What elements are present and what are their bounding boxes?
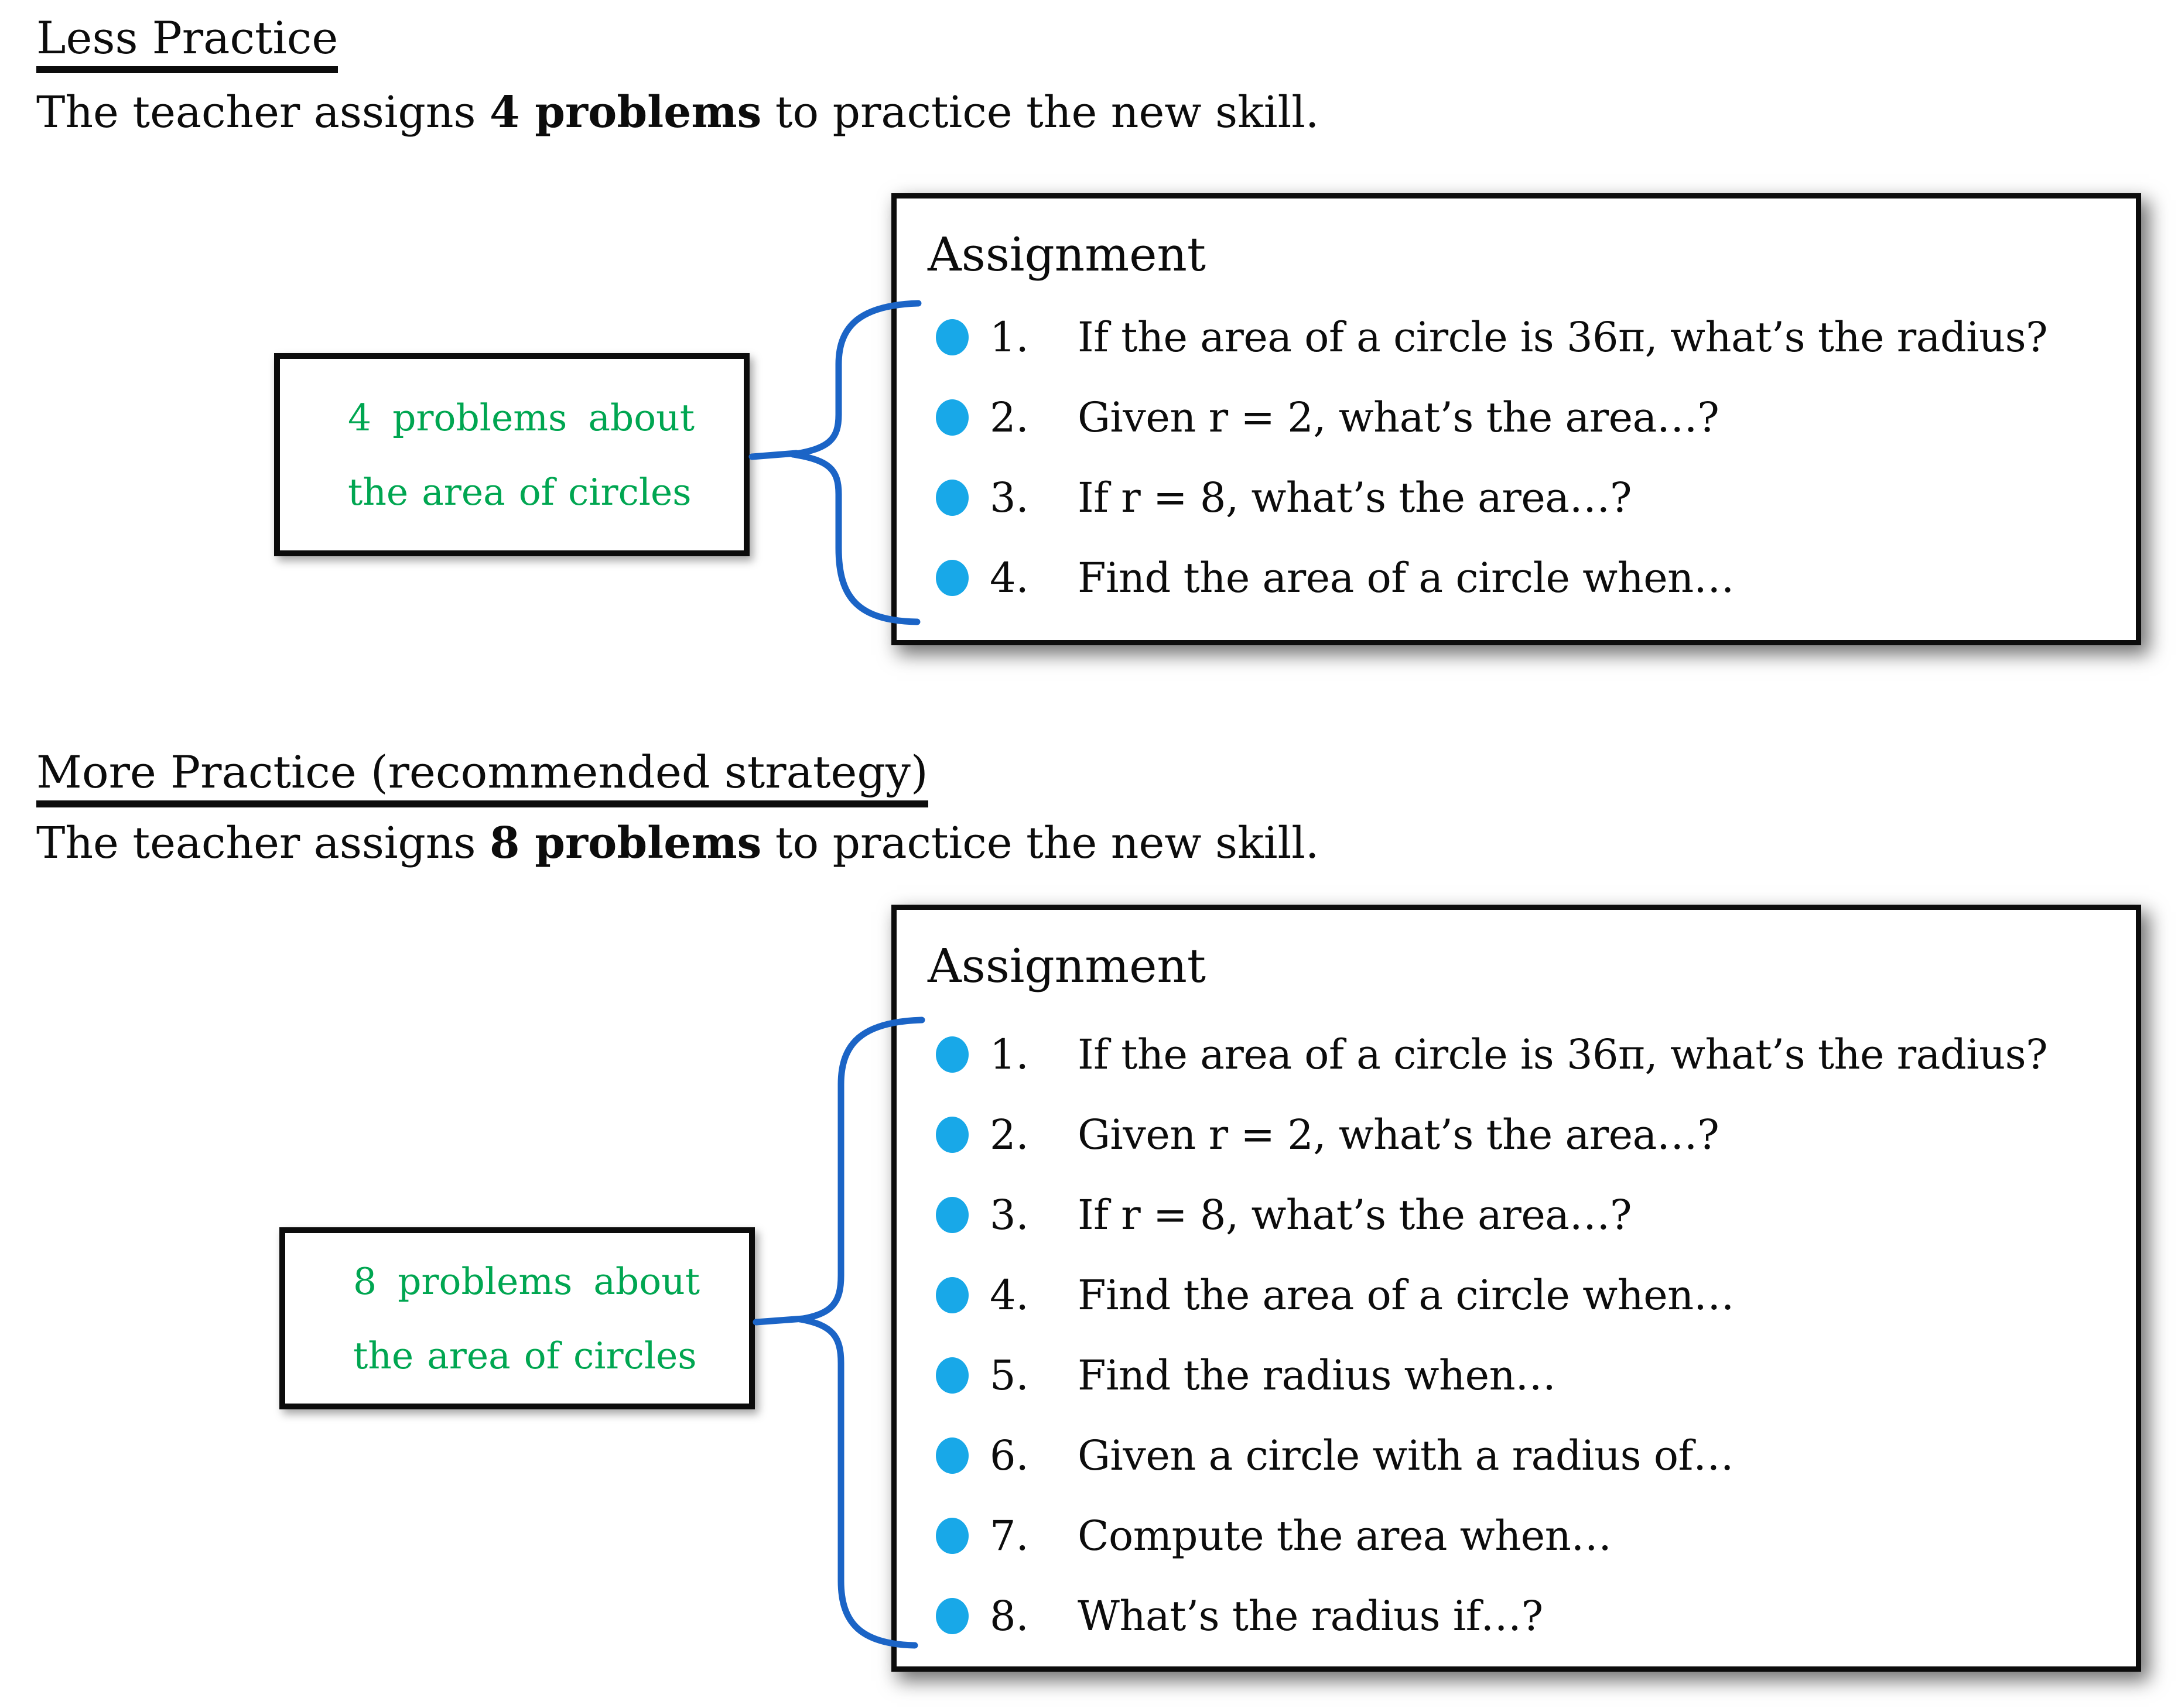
bullet-dot-icon [936,1597,969,1634]
assignment-item: 3. If r = 8, what’s the area…? [897,1175,2136,1255]
item-number: 2. [990,393,1029,441]
bullet-dot-icon [936,1517,969,1554]
item-number: 3. [990,1190,1029,1239]
label-box-4-problems: 4 problems about the area of circles [274,353,750,556]
sentence-suffix: to practice the new skill. [761,87,1319,138]
item-number: 1. [990,313,1029,361]
label-box-8-problems: 8 problems about the area of circles [279,1227,755,1409]
assignment-box-more: Assignment 1. If the area of a circle is… [891,905,2141,1672]
assignment-item: 8. What’s the radius if…? [897,1576,2136,1656]
bullet-dot-icon [936,319,969,355]
item-text: If the area of a circle is 36π, what’s t… [1078,1030,2048,1079]
bullet-dot-icon [936,1357,969,1394]
assignment-item: 4. Find the area of a circle when… [897,1255,2136,1335]
label-line-2: the area of circles [348,470,692,514]
bullet-dot-icon [936,1276,969,1313]
heading-less-practice: Less Practice [36,13,339,74]
item-number: 7. [990,1511,1029,1560]
label-line-1: 4 problems about [348,396,695,439]
heading-more-practice: More Practice (recommended strategy) [36,747,928,808]
bullet-dot-icon [936,1437,969,1474]
item-number: 8. [990,1591,1029,1640]
item-text: What’s the radius if…? [1078,1591,1543,1640]
assignment-item: 7. Compute the area when… [897,1495,2136,1576]
item-number: 4. [990,553,1029,602]
item-text: Find the radius when… [1078,1351,1556,1399]
bullet-dot-icon [936,1116,969,1153]
assignment-item: 5. Find the radius when… [897,1335,2136,1415]
item-text: Find the area of a circle when… [1078,1271,1735,1319]
sentence-bold-count: 8 problems [490,818,762,868]
bullet-dot-icon [936,559,969,596]
item-number: 5. [990,1351,1029,1399]
item-text: Given a circle with a radius of… [1078,1431,1734,1480]
brace-connector-more [753,1315,807,1326]
bullet-dot-icon [936,1196,969,1233]
assignment-list-less: 1. If the area of a circle is 36π, what’… [897,297,2136,618]
assignment-item: 1. If the area of a circle is 36π, what’… [897,297,2136,377]
item-number: 3. [990,473,1029,522]
item-text: If r = 8, what’s the area…? [1078,473,1632,522]
assignment-title: Assignment [928,939,1206,993]
assignment-item: 1. If the area of a circle is 36π, what’… [897,1014,2136,1094]
assignment-item: 4. Find the area of a circle when… [897,538,2136,618]
assignment-item: 2. Given r = 2, what’s the area…? [897,377,2136,457]
item-number: 2. [990,1110,1029,1159]
label-line-1: 8 problems about [353,1259,700,1303]
assignment-list-more: 1. If the area of a circle is 36π, what’… [897,1014,2136,1656]
assignment-box-less: Assignment 1. If the area of a circle is… [891,193,2141,645]
item-text: Given r = 2, what’s the area…? [1078,1110,1719,1159]
sentence-suffix: to practice the new skill. [761,818,1319,868]
sentence-bold-count: 4 problems [490,87,762,138]
sentence-prefix: The teacher assigns [36,87,490,138]
label-line-2: the area of circles [353,1334,697,1377]
item-text: Find the area of a circle when… [1078,553,1735,602]
bullet-dot-icon [936,399,969,436]
sentence-less-practice: The teacher assigns 4 problems to practi… [36,87,1319,139]
item-text: Given r = 2, what’s the area…? [1078,393,1719,441]
assignment-item: 2. Given r = 2, what’s the area…? [897,1094,2136,1175]
brace-connector-less [748,450,800,460]
sentence-prefix: The teacher assigns [36,818,490,868]
item-text: Compute the area when… [1078,1511,1612,1560]
assignment-item: 6. Given a circle with a radius of… [897,1415,2136,1495]
item-text: If the area of a circle is 36π, what’s t… [1078,313,2048,361]
item-text: If r = 8, what’s the area…? [1078,1190,1632,1239]
bullet-dot-icon [936,479,969,516]
assignment-title: Assignment [928,227,1206,282]
item-number: 4. [990,1271,1029,1319]
bullet-dot-icon [936,1036,969,1073]
item-number: 1. [990,1030,1029,1079]
item-number: 6. [990,1431,1029,1480]
assignment-item: 3. If r = 8, what’s the area…? [897,457,2136,538]
sentence-more-practice: The teacher assigns 8 problems to practi… [36,817,1319,870]
